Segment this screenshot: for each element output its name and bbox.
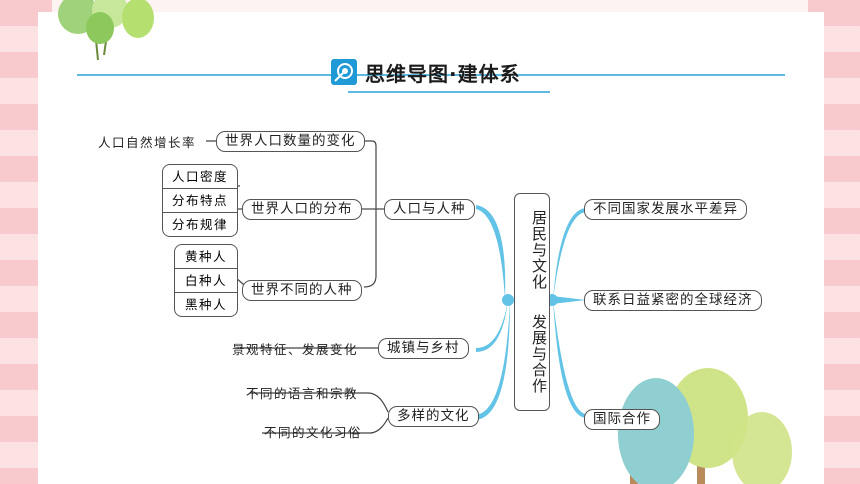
- center-node: 居民与文化 发展与合作: [514, 193, 550, 411]
- node-population-topic: 人口与人种: [384, 199, 475, 220]
- node-dev-diff: 不同国家发展水平差异: [584, 199, 747, 220]
- node-races: 世界不同的人种: [242, 280, 362, 301]
- leaf-yellow: 黄种人: [175, 245, 237, 269]
- leaf-pattern: 分布规律: [171, 217, 228, 232]
- leaf-language: 不同的语言和宗教: [246, 386, 359, 401]
- leaf-growth-rate: 人口自然增长率: [98, 135, 197, 150]
- leaf-white: 白种人: [175, 269, 237, 293]
- leaf-features: 分布特点: [163, 189, 237, 213]
- node-urban: 城镇与乡村: [378, 338, 469, 359]
- node-intl-coop: 国际合作: [584, 409, 660, 430]
- page-title: 思维导图·建体系: [365, 62, 521, 86]
- tree-top-left-decor: [58, 0, 154, 61]
- leaf-custom: 不同的文化习俗: [264, 425, 363, 440]
- node-global-economy: 联系日益紧密的全球经济: [584, 290, 762, 311]
- target-icon: [331, 59, 357, 85]
- group-pop-dist: 人口密度 分布特点 分布规律: [162, 164, 238, 237]
- node-pop-change: 世界人口数量的变化: [216, 131, 365, 152]
- node-pop-dist: 世界人口的分布: [242, 199, 362, 220]
- leaf-black: 黑种人: [184, 297, 227, 312]
- section-header: 思维导图·建体系: [325, 56, 557, 90]
- connectors: [206, 140, 389, 434]
- node-culture: 多样的文化: [388, 406, 479, 427]
- center-line2: 发展与合作: [530, 314, 548, 394]
- center-line1: 居民与文化: [530, 210, 548, 290]
- tree-bottom-right-decor: [618, 368, 792, 484]
- leaf-density: 人口密度: [163, 165, 237, 189]
- leaf-landscape: 景观特征、发展变化: [232, 342, 359, 357]
- group-races: 黄种人 白种人 黑种人: [174, 244, 238, 317]
